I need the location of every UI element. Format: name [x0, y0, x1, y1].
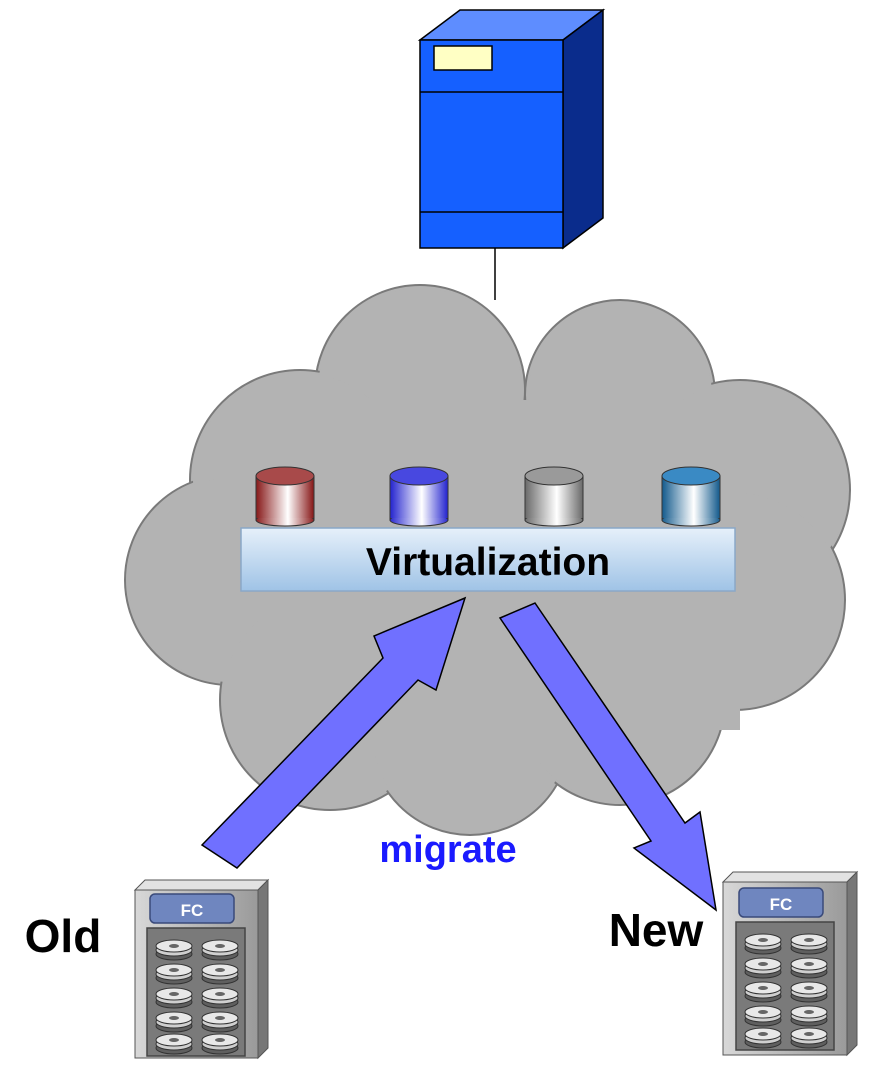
migrate-down-arrow — [498, 602, 718, 912]
new-array-badge: FC — [770, 895, 793, 914]
virtualization-label: Virtualization — [366, 541, 610, 584]
migrate-up-arrow — [200, 596, 467, 869]
volume-gray — [524, 466, 584, 527]
volume-red — [255, 466, 315, 527]
new-label: New — [609, 904, 704, 956]
server-icon — [417, 8, 606, 250]
old-storage-array-icon — [133, 878, 270, 1060]
old-array-badge: FC — [181, 901, 204, 920]
volume-teal — [661, 466, 721, 527]
new-storage-array-icon — [721, 870, 859, 1057]
volume-blue — [389, 466, 449, 527]
migrate-label: migrate — [379, 829, 516, 871]
virtualization-layer: Virtualization — [240, 527, 736, 592]
old-label: Old — [25, 910, 102, 962]
